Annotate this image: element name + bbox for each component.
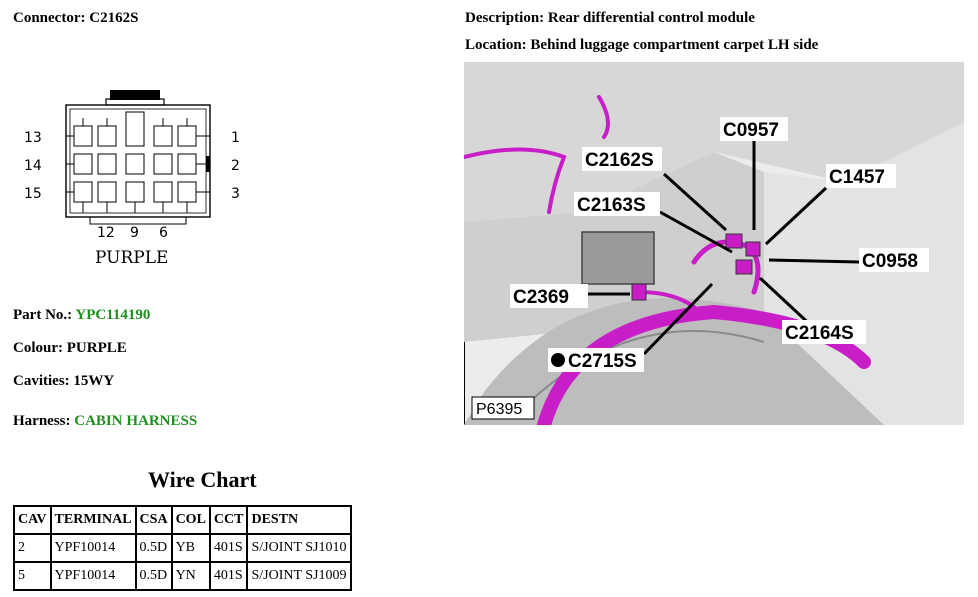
connector-heading: Connector: C2162S <box>13 10 138 27</box>
cell-cav: 5 <box>13 561 52 591</box>
pin-number-13: 13 <box>24 130 42 146</box>
harness-link[interactable]: CABIN HARNESS <box>74 413 198 429</box>
location-illustration: C0957 C2162S C1457 C2163S C0958 C2369 C2… <box>464 62 964 425</box>
callout-arrows <box>588 140 860 356</box>
callout-c0957: C0957 <box>723 120 779 141</box>
table-row: 5 YPF10014 0.5D YN 401S S/JOINT SJ1009 <box>13 561 352 591</box>
header-terminal: TERMINAL <box>49 505 137 535</box>
cell-col: YB <box>170 533 211 563</box>
cell-cav: 2 <box>13 533 52 563</box>
colour-value: PURPLE <box>66 340 127 356</box>
housing-colour-label: PURPLE <box>95 248 168 268</box>
pin-number-15: 15 <box>24 186 42 202</box>
callout-c2369: C2369 <box>513 287 569 308</box>
cavities-line: Cavities: 15WY <box>13 373 114 390</box>
callout-c2162s: C2162S <box>585 150 654 171</box>
part-no-line: Part No.: YPC114190 <box>13 307 150 324</box>
connector-label: Connector: <box>13 10 86 26</box>
pin-number-6: 6 <box>159 225 168 241</box>
figure-id: P6395 <box>476 401 522 418</box>
connector-housing <box>65 104 211 218</box>
location-label: Location: <box>465 37 527 53</box>
connector-face-diagram: 13 14 15 1 2 3 12 9 6 PURPLE <box>24 90 240 268</box>
cavities-value: 15WY <box>73 373 115 389</box>
wire-chart-title: Wire Chart <box>148 467 257 492</box>
control-module <box>581 231 655 285</box>
cell-csa: 0.5D <box>134 533 173 563</box>
cavity-grid <box>66 111 210 213</box>
connector-latch <box>110 90 160 100</box>
description-line: Description: Rear differential control m… <box>465 10 755 27</box>
header-csa: CSA <box>134 505 173 535</box>
cell-csa: 0.5D <box>134 561 173 591</box>
table-row: 2 YPF10014 0.5D YB 401S S/JOINT SJ1010 <box>13 533 352 563</box>
part-no-link[interactable]: YPC114190 <box>75 307 151 323</box>
header-col: COL <box>170 505 211 535</box>
pin-number-1: 1 <box>231 130 240 146</box>
cell-terminal: YPF10014 <box>49 561 137 591</box>
callout-c2164s: C2164S <box>785 323 854 344</box>
callout-c0958: C0958 <box>862 251 918 272</box>
connector-value: C2162S <box>89 10 139 26</box>
pin-number-12: 12 <box>97 225 115 241</box>
pin-number-2: 2 <box>231 158 240 174</box>
cell-cct: 401S <box>208 533 249 563</box>
cavities-label: Cavities: <box>13 373 70 389</box>
colour-line: Colour: PURPLE <box>13 340 127 357</box>
cell-col: YN <box>170 561 211 591</box>
pin-number-14: 14 <box>24 158 42 174</box>
description-value: Rear differential control module <box>547 10 755 26</box>
location-line: Location: Behind luggage compartment car… <box>465 37 818 54</box>
part-no-label: Part No.: <box>13 307 73 323</box>
table-header-row: CAV TERMINAL CSA COL CCT DESTN <box>13 505 352 535</box>
cell-destn: S/JOINT SJ1010 <box>246 533 352 563</box>
header-cct: CCT <box>208 505 249 535</box>
callout-c2715s: C2715S <box>568 351 637 372</box>
cell-terminal: YPF10014 <box>49 533 137 563</box>
description-label: Description: <box>465 10 545 26</box>
pin-number-9: 9 <box>130 225 139 241</box>
header-cav: CAV <box>13 505 52 535</box>
colour-label: Colour: <box>13 340 63 356</box>
pin-number-3: 3 <box>231 186 240 202</box>
callout-c2163s: C2163S <box>577 195 646 216</box>
header-destn: DESTN <box>246 505 352 535</box>
wire-chart-table: CAV TERMINAL CSA COL CCT DESTN 2 YPF1001… <box>13 505 352 591</box>
harness-line: Harness: CABIN HARNESS <box>13 413 197 430</box>
harness-label: Harness: <box>13 413 71 429</box>
location-value: Behind luggage compartment carpet LH sid… <box>530 37 819 53</box>
connector-dot-icon <box>551 353 565 367</box>
cell-destn: S/JOINT SJ1009 <box>246 561 352 591</box>
cell-cct: 401S <box>208 561 249 591</box>
callout-c1457: C1457 <box>829 167 885 188</box>
